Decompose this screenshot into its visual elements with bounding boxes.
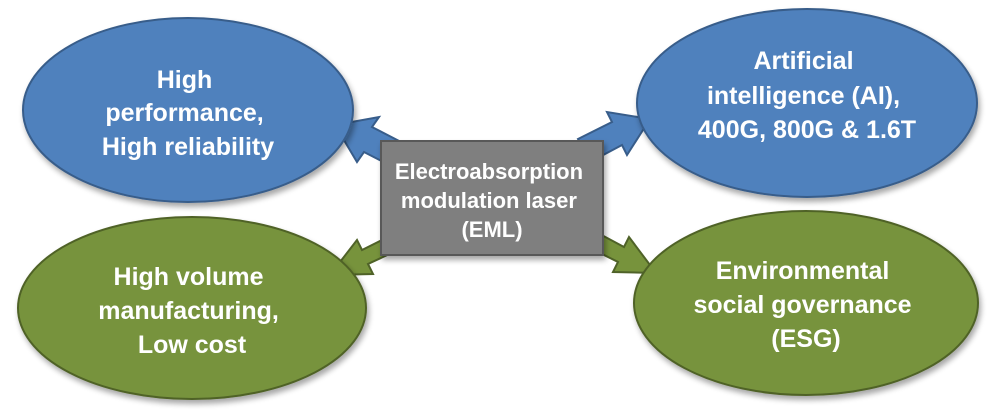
node-top-right: Artificial intelligence (AI), 400G, 800G… [636,8,978,198]
node-bottom-left-shape [17,216,367,400]
node-bottom-right-shape [633,210,979,396]
center-box [380,140,604,256]
node-bottom-left: High volume manufacturing, Low cost [17,216,367,400]
center-line-2: modulation laser [401,188,577,213]
node-top-left-shape [22,17,354,203]
node-top-left-text: High performance, High reliability [102,66,274,161]
node-bottom-left-line-3: Low cost [138,331,247,359]
node-bottom-right-line-2: social governance [693,291,911,319]
node-top-left-line-2: performance, [105,99,263,127]
node-bottom-left-line-2: manufacturing, [98,297,279,325]
node-top-right-line-1: Artificial [754,47,854,75]
node-bottom-right-line-1: Environmental [716,257,890,285]
node-top-left-line-3: High reliability [102,133,274,161]
node-bottom-right-line-3: (ESG) [771,325,840,353]
center-text: Electroabsorption modulation laser (EML) [395,159,589,242]
node-bottom-left-text: High volume manufacturing, Low cost [98,263,286,359]
center-line-3: (EML) [461,217,522,242]
node-bottom-right: Environmental social governance (ESG) [633,210,979,396]
center-line-1: Electroabsorption [395,159,583,184]
node-bottom-left-line-1: High volume [114,263,264,291]
node-top-right-shape [636,8,978,198]
node-bottom-right-text: Environmental social governance (ESG) [693,257,918,353]
node-top-left: High performance, High reliability [22,17,354,203]
node-top-right-line-3: 400G, 800G & 1.6T [698,116,916,144]
node-top-right-text: Artificial intelligence (AI), 400G, 800G… [698,47,916,144]
node-top-left-line-1: High [157,66,213,94]
node-top-right-line-2: intelligence (AI), [707,82,900,110]
center-node: Electroabsorption modulation laser (EML) [380,140,604,256]
